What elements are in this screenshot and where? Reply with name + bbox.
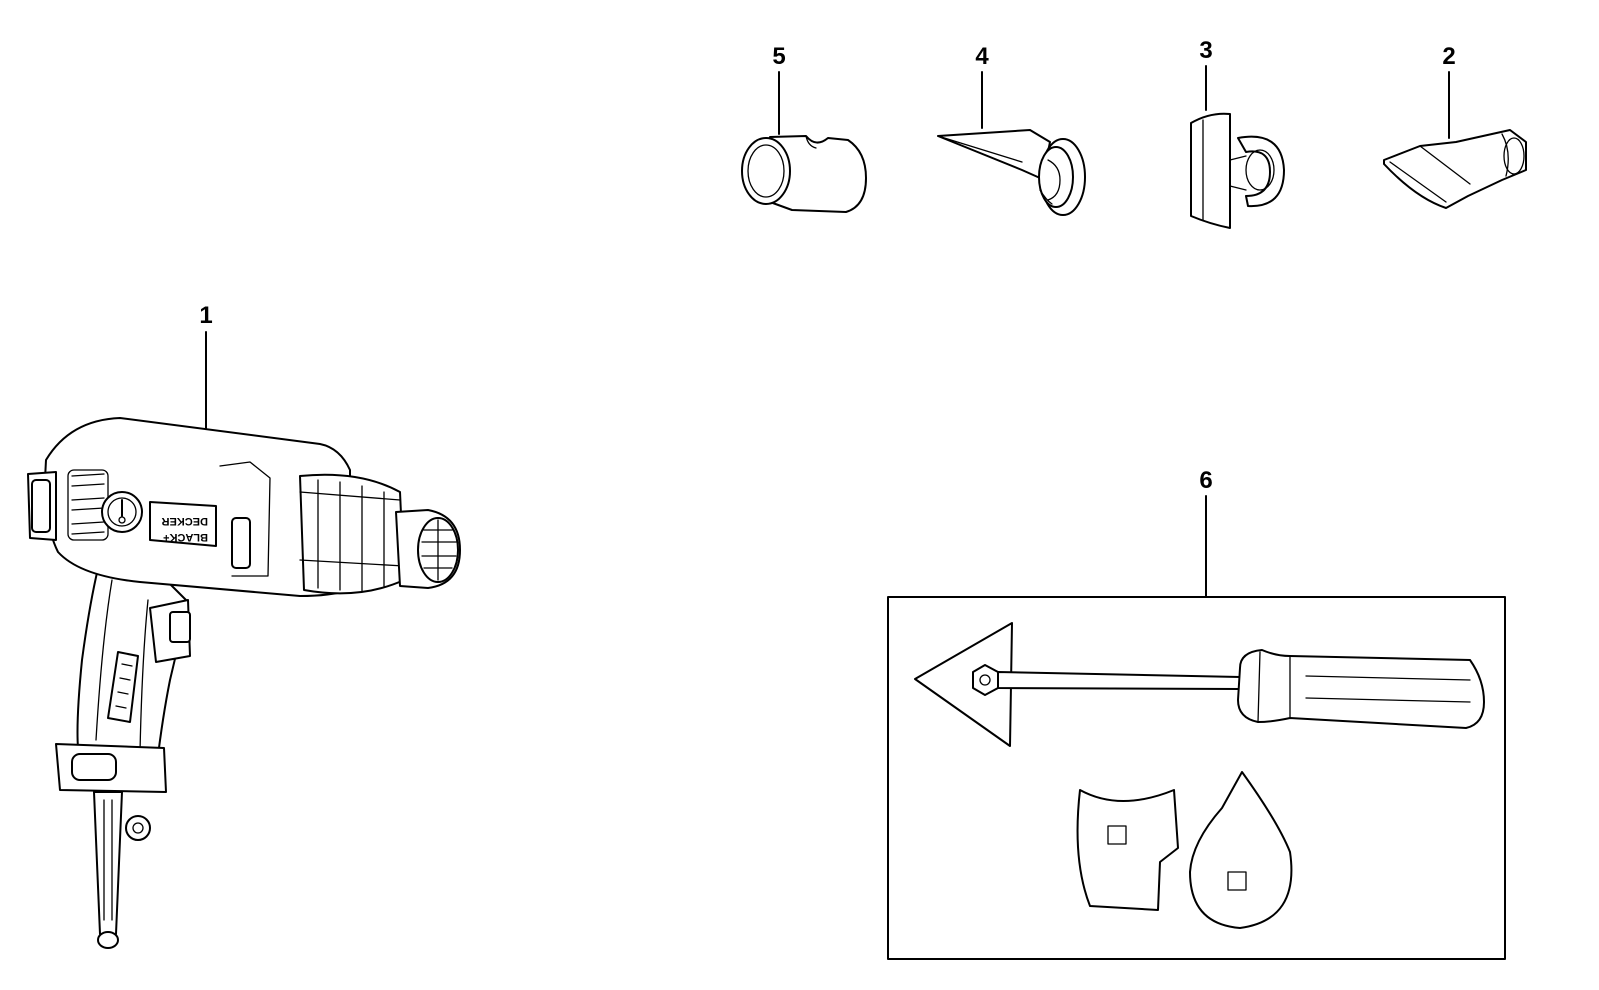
reflector-nozzle — [937, 129, 1086, 216]
callout-number-1: 1 — [199, 302, 212, 329]
heat-gun: BLACK+ DECKER — [27, 417, 461, 949]
callout-6: 6 — [1199, 467, 1213, 598]
callout-number-5: 5 — [772, 43, 785, 70]
flat-nozzle — [1383, 129, 1527, 209]
scraper-kit — [887, 596, 1506, 960]
callout-3: 3 — [1199, 37, 1213, 111]
brand-line-1: BLACK+ — [163, 531, 208, 543]
callout-number-4: 4 — [975, 43, 989, 70]
callout-number-2: 2 — [1442, 43, 1455, 70]
callout-2: 2 — [1442, 43, 1456, 139]
callout-4: 4 — [975, 43, 989, 129]
callout-number-3: 3 — [1199, 37, 1212, 64]
callout-5: 5 — [772, 43, 786, 135]
brand-line-2: DECKER — [161, 515, 208, 527]
contour-scraper-blade — [1076, 789, 1179, 911]
callout-number-6: 6 — [1199, 467, 1212, 494]
cone-nozzle — [741, 135, 867, 213]
callout-1: 1 — [199, 302, 213, 441]
scraper-kit-frame — [887, 596, 1506, 960]
teardrop-scraper-blade — [1189, 771, 1293, 929]
pipe-protection-nozzle — [1190, 112, 1285, 229]
